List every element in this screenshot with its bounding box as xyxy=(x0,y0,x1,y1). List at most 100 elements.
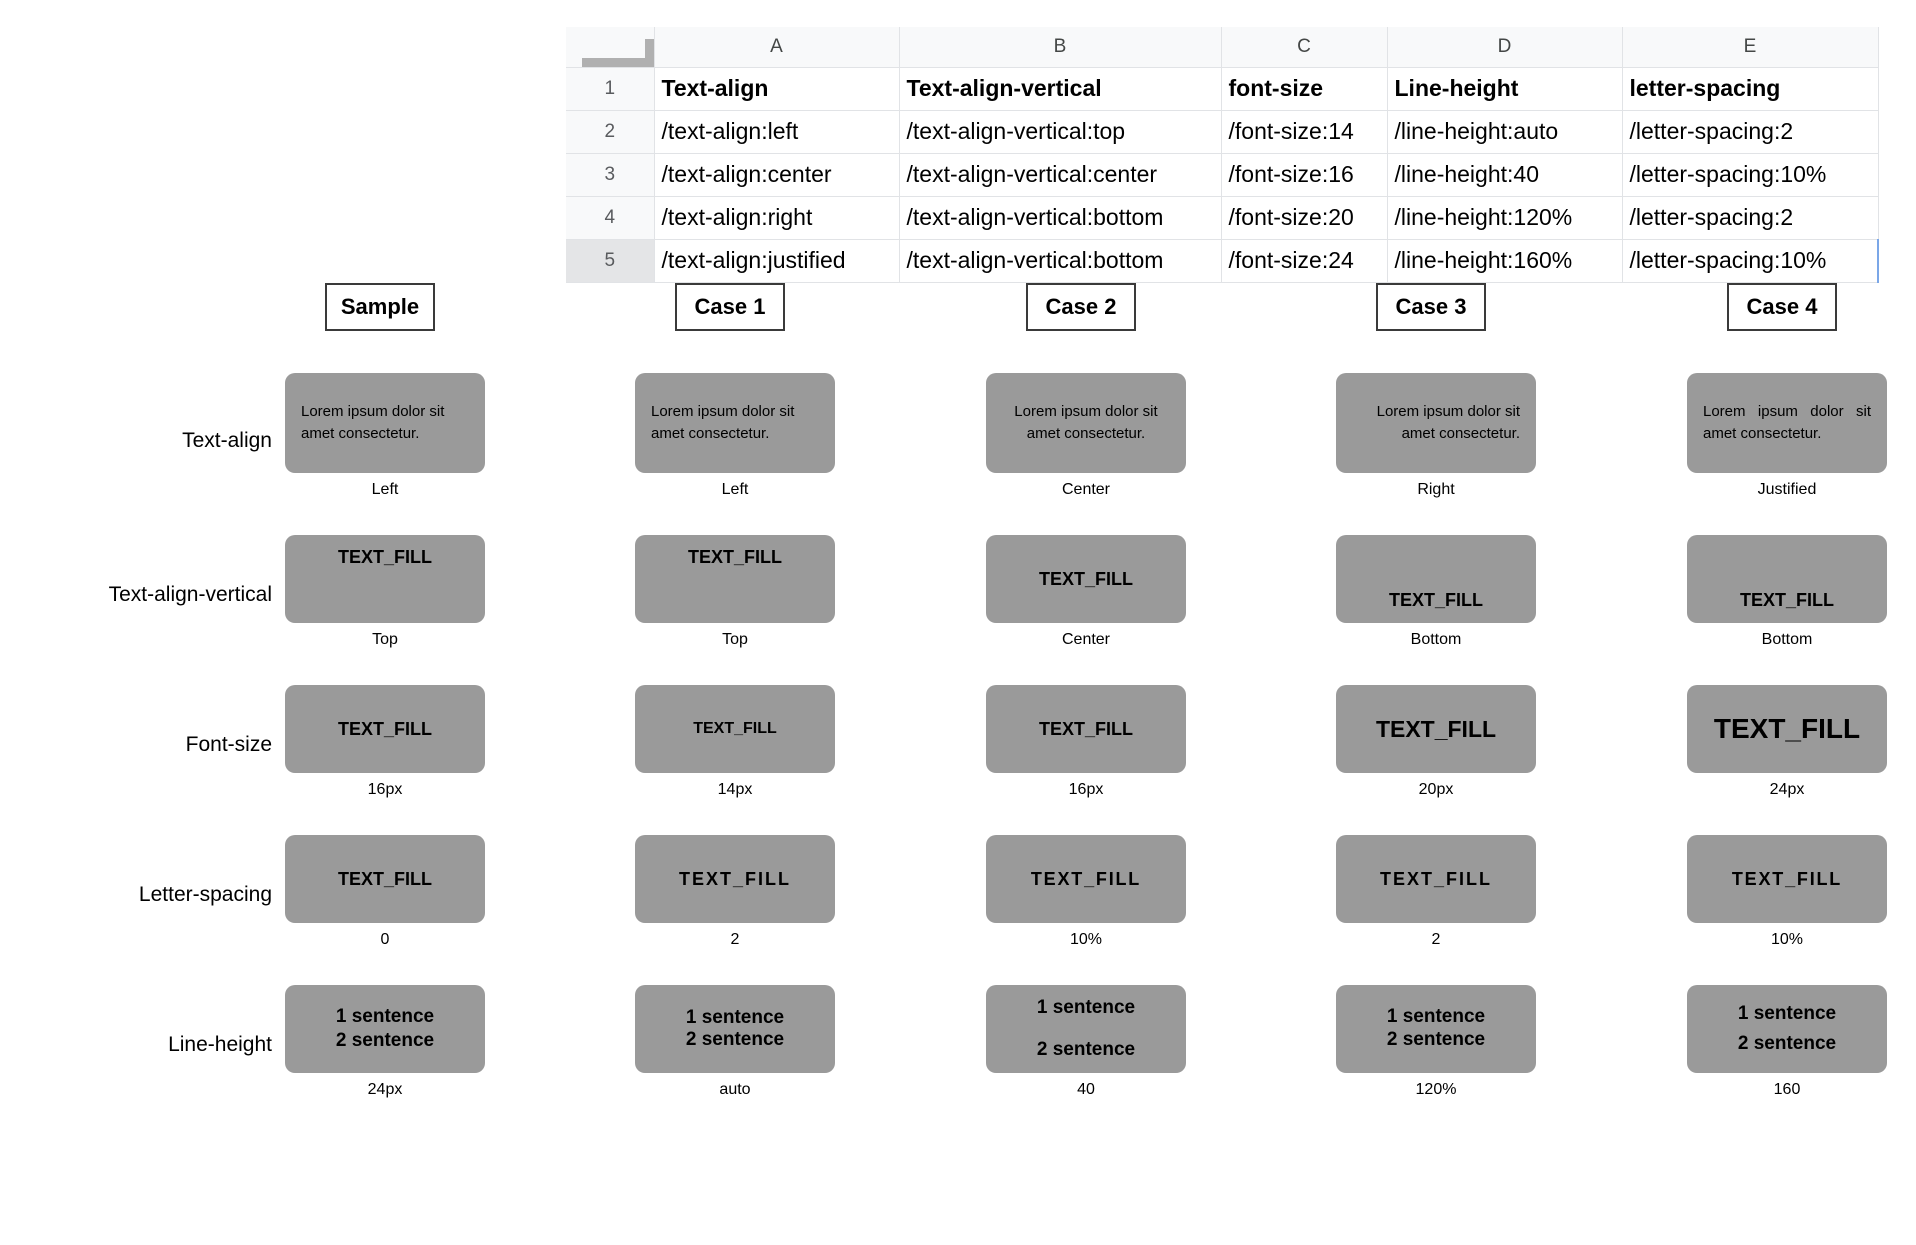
cell-c4[interactable]: /font-size:20 xyxy=(1220,195,1388,240)
row-label-text-align-vertical: Text-align-vertical xyxy=(108,583,272,606)
text-fill: TEXT_FILL xyxy=(338,868,432,889)
sample-line-2: amet consectetur. xyxy=(1026,425,1146,442)
demo-box: TEXT_FILL xyxy=(285,535,485,623)
demo-box: TEXT_FILL xyxy=(986,535,1186,623)
cell-b2[interactable]: /text-align-vertical:top xyxy=(898,109,1222,154)
demo-box: TEXT_FILL xyxy=(285,835,485,923)
cell-valign-case-2: TEXT_FILL Center xyxy=(986,535,1186,649)
caption: Top xyxy=(372,631,398,648)
demo-box: TEXT_FILL xyxy=(1336,685,1536,773)
row-header-4[interactable]: 4 xyxy=(566,195,655,240)
caption: auto xyxy=(719,1081,751,1098)
caption: 2 xyxy=(730,931,740,948)
sample-line-2: amet consectetur. xyxy=(651,425,770,442)
cell-d1[interactable]: Line-height xyxy=(1386,66,1623,111)
cell-a4[interactable]: /text-align:right xyxy=(653,195,900,240)
caption: 14px xyxy=(717,781,753,798)
text-fill: TEXT_FILL xyxy=(338,547,432,567)
cell-c3[interactable]: /font-size:16 xyxy=(1220,152,1388,197)
cell-font-size-sample: TEXT_FILL 16px xyxy=(285,685,485,799)
cell-d2[interactable]: /line-height:auto xyxy=(1386,109,1623,154)
demo-box: TEXT_FILL xyxy=(285,685,485,773)
spreadsheet[interactable]: A B C D E 1 Text-align Text-align-vertic… xyxy=(566,27,1879,283)
column-header-b[interactable]: B xyxy=(898,27,1222,68)
cell-letter-spacing-sample: TEXT_FILL 0 xyxy=(285,835,485,949)
text-fill: TEXT_FILL xyxy=(1380,868,1492,889)
row-header-5[interactable]: 5 xyxy=(566,238,655,283)
cell-d5[interactable]: /line-height:160% xyxy=(1386,238,1623,283)
cell-valign-case-1: TEXT_FILL Top xyxy=(635,535,835,649)
cell-e3[interactable]: /letter-spacing:10% xyxy=(1621,152,1879,197)
cell-b1[interactable]: Text-align-vertical xyxy=(898,66,1222,111)
demo-box: 1 sentence 2 sentence xyxy=(986,985,1186,1073)
row-header-3[interactable]: 3 xyxy=(566,152,655,197)
spec-row-font-size: Font-size TEXT_FILL 16px TEXT_FILL 14px … xyxy=(0,685,1916,835)
sample-line-1: Lorem ipsum dolor sit xyxy=(1376,403,1520,421)
cell-letter-spacing-case-4: TEXT_FILL 10% xyxy=(1687,835,1887,949)
text-fill: TEXT_FILL xyxy=(693,720,777,737)
text-fill: TEXT_FILL xyxy=(1731,868,1843,889)
cell-valign-case-4: TEXT_FILL Bottom xyxy=(1687,535,1887,649)
cell-a2[interactable]: /text-align:left xyxy=(653,109,900,154)
column-title-case-4: Case 4 xyxy=(1727,283,1837,331)
caption: 16px xyxy=(1068,781,1104,798)
caption: 16px xyxy=(367,781,403,798)
cell-b4[interactable]: /text-align-vertical:bottom xyxy=(898,195,1222,240)
cell-c1[interactable]: font-size xyxy=(1220,66,1388,111)
cell-e2[interactable]: /letter-spacing:2 xyxy=(1621,109,1879,154)
column-header-e[interactable]: E xyxy=(1621,27,1879,68)
spec-row-text-align-vertical: Text-align-vertical TEXT_FILL Top TEXT_F… xyxy=(0,535,1916,685)
cell-a3[interactable]: /text-align:center xyxy=(653,152,900,197)
cell-e1[interactable]: letter-spacing xyxy=(1621,66,1879,111)
caption: 120% xyxy=(1415,1081,1457,1098)
row-header-1[interactable]: 1 xyxy=(566,66,655,111)
column-header-d[interactable]: D xyxy=(1386,27,1623,68)
text-fill: TEXT_FILL xyxy=(1039,718,1133,739)
text-fill: TEXT_FILL xyxy=(1713,713,1861,744)
sample-line-1: Lorem ipsum dolor sit xyxy=(301,403,445,421)
line-1: 1 sentence xyxy=(1036,997,1136,1018)
caption: 20px xyxy=(1418,781,1454,798)
cell-text-align-case-4: Lorem ipsum dolor sit amet consectetur. … xyxy=(1687,373,1887,499)
demo-box: 1 sentence 2 sentence xyxy=(1336,985,1536,1073)
column-title-sample: Sample xyxy=(325,283,435,331)
cell-line-height-case-1: 1 sentence 2 sentence auto xyxy=(635,985,835,1099)
demo-box: TEXT_FILL xyxy=(1687,685,1887,773)
column-header-a[interactable]: A xyxy=(653,27,900,68)
cell-a5[interactable]: /text-align:justified xyxy=(653,238,900,283)
sample-line-1: Lorem ipsum dolor sit xyxy=(651,403,795,421)
cell-e4[interactable]: /letter-spacing:2 xyxy=(1621,195,1879,240)
cell-d3[interactable]: /line-height:40 xyxy=(1386,152,1623,197)
row-label-text-align: Text-align xyxy=(182,429,272,452)
row-header-2[interactable]: 2 xyxy=(566,109,655,154)
cell-a1[interactable]: Text-align xyxy=(653,66,900,111)
cell-c5[interactable]: /font-size:24 xyxy=(1220,238,1388,283)
cell-e5[interactable]: /letter-spacing:10% xyxy=(1621,238,1879,283)
demo-box: TEXT_FILL xyxy=(1687,535,1887,623)
cell-c2[interactable]: /font-size:14 xyxy=(1220,109,1388,154)
cell-text-align-case-2: Lorem ipsum dolor sit amet consectetur. … xyxy=(986,373,1186,499)
caption: Bottom xyxy=(1761,631,1813,648)
column-header-c[interactable]: C xyxy=(1220,27,1388,68)
column-title-case-1: Case 1 xyxy=(675,283,785,331)
corner-triangle-icon xyxy=(581,57,654,67)
cell-line-height-case-4: 1 sentence 2 sentence 160 xyxy=(1687,985,1887,1099)
cell-d4[interactable]: /line-height:120% xyxy=(1386,195,1623,240)
row-label-line-height: Line-height xyxy=(168,1033,272,1056)
sample-line-2: amet consectetur. xyxy=(1703,425,1822,442)
demo-box: TEXT_FILL xyxy=(1336,835,1536,923)
cell-font-size-case-4: TEXT_FILL 24px xyxy=(1687,685,1887,799)
demo-box: 1 sentence 2 sentence xyxy=(1687,985,1887,1073)
caption: 10% xyxy=(1069,931,1103,948)
cell-font-size-case-1: TEXT_FILL 14px xyxy=(635,685,835,799)
text-fill: TEXT_FILL xyxy=(338,718,432,739)
spreadsheet-table: A B C D E 1 Text-align Text-align-vertic… xyxy=(566,27,1879,283)
caption: Left xyxy=(721,481,749,498)
demo-box: Lorem ipsum dolor sit amet consectetur. xyxy=(986,373,1186,473)
cell-b3[interactable]: /text-align-vertical:center xyxy=(898,152,1222,197)
line-1: 1 sentence xyxy=(335,1006,435,1027)
line-2: 2 sentence xyxy=(1737,1033,1837,1054)
cell-b5[interactable]: /text-align-vertical:bottom xyxy=(898,238,1222,283)
select-all-corner[interactable] xyxy=(566,27,654,67)
table-row: 4 /text-align:right /text-align-vertical… xyxy=(566,195,1879,240)
